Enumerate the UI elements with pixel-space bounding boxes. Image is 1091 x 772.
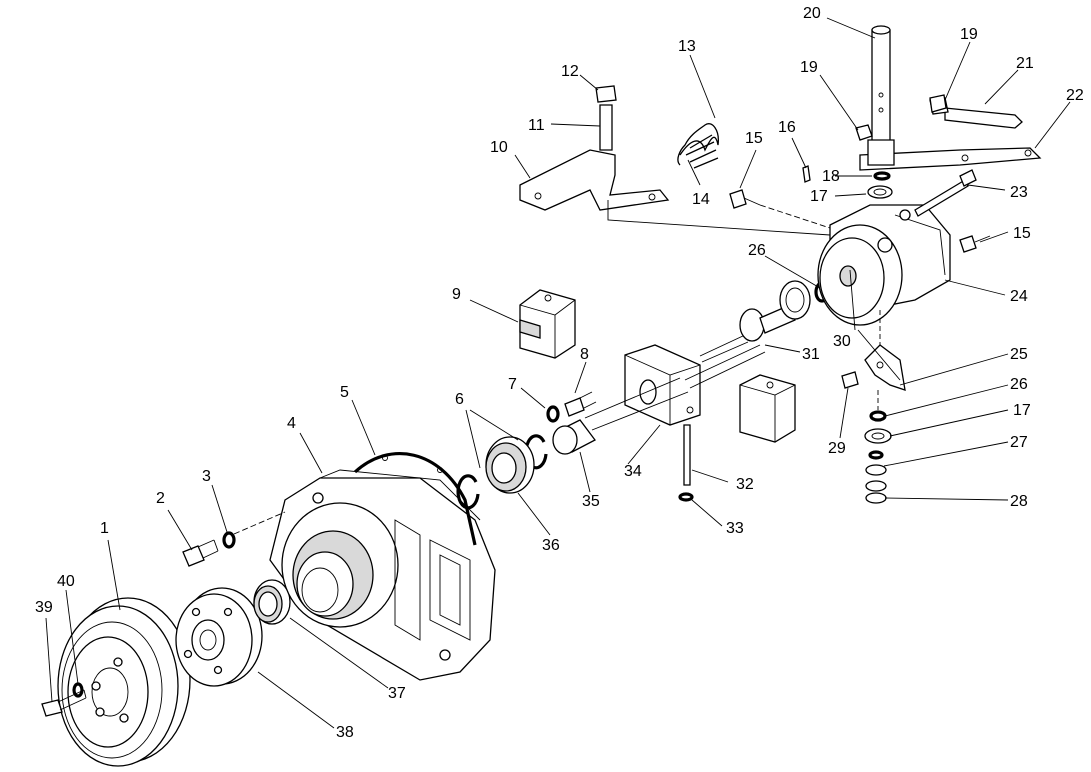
part-22-lever: [859, 147, 1042, 171]
part-12-nut: [595, 85, 617, 103]
callout-30: 30: [833, 333, 851, 350]
callout-4: 4: [287, 415, 296, 432]
callout-10: 10: [490, 139, 508, 156]
callout-34: 34: [624, 463, 642, 480]
part-27-washer: [865, 450, 887, 476]
part-10-bracket: [519, 149, 670, 211]
callout-5: 5: [340, 384, 349, 401]
part-26-ring-lower: [869, 410, 887, 422]
callout-24: 24: [1010, 288, 1028, 305]
part-19-nut-left: [855, 124, 873, 141]
callout-7: 7: [508, 376, 517, 393]
part-13-spring: [677, 123, 719, 169]
part-38-hub: [175, 587, 263, 687]
part-17-bearing-upper: [867, 185, 893, 199]
part-20-shaft: [867, 25, 895, 166]
callout-2: 2: [156, 490, 165, 507]
part-39-bolt: [41, 689, 87, 717]
callout-31: 31: [802, 346, 820, 363]
callout-32: 32: [736, 476, 754, 493]
callout-17-lower: 17: [1013, 402, 1031, 419]
callout-38: 38: [336, 724, 354, 741]
callout-33: 33: [726, 520, 744, 537]
callout-19-right: 19: [960, 26, 978, 43]
callout-11: 11: [528, 117, 545, 134]
callout-21: 21: [1016, 55, 1034, 72]
part-35-sleeve: [552, 419, 596, 455]
callout-22: 22: [1066, 87, 1084, 104]
callout-23: 23: [1010, 184, 1028, 201]
callout-25: 25: [1010, 346, 1028, 363]
callout-16: 16: [778, 119, 796, 136]
part-17-bearing-lower: [864, 428, 892, 444]
part-36-bearing: [485, 436, 535, 494]
part-18-washer: [873, 171, 891, 181]
part-2-bolt: [182, 539, 219, 567]
callout-29: 29: [828, 440, 846, 457]
callout-39: 39: [35, 599, 53, 616]
callout-12: 12: [561, 63, 579, 80]
part-3-washer: [222, 531, 236, 549]
callout-37: 37: [388, 685, 406, 702]
leader-lines: [45, 17, 1071, 729]
part-19-nut-right: [929, 94, 947, 113]
part-16-pin: [802, 165, 811, 183]
callout-13: 13: [678, 38, 696, 55]
callout-17-upper: 17: [810, 188, 828, 205]
part-15-bolt-right: [959, 235, 991, 253]
part-9-block: [519, 289, 576, 359]
part-5-gasket: [353, 452, 477, 546]
callout-20: 20: [803, 5, 821, 22]
part-8-bolt: [564, 391, 597, 417]
callout-15-right: 15: [1013, 225, 1031, 242]
callout-1: 1: [100, 520, 109, 537]
callout-27: 27: [1010, 434, 1028, 451]
callout-40: 40: [57, 573, 75, 590]
part-33-clip: [678, 492, 694, 502]
callout-3: 3: [202, 468, 211, 485]
callout-18: 18: [822, 168, 840, 185]
callout-26-lower: 26: [1010, 376, 1028, 393]
part-11-bolt: [599, 104, 613, 151]
callout-15: 15: [745, 130, 763, 147]
part-32-pin: [683, 424, 691, 486]
callout-26-upper: 26: [748, 242, 766, 259]
part-28-washer: [865, 480, 887, 504]
part-1-pulley: [57, 597, 191, 767]
part-31-shaft: [699, 280, 811, 363]
part-15-bolt-upper: [729, 189, 761, 209]
part-4-gear-housing: [269, 469, 496, 681]
callout-14: 14: [692, 191, 710, 208]
part-25-plate: [864, 344, 906, 391]
callout-8: 8: [580, 346, 589, 363]
callout-9: 9: [452, 286, 461, 303]
part-34-bracket: [584, 344, 766, 431]
part-23-rod: [914, 169, 977, 217]
callout-labels: 1 2 3 4 5 6 7 8 9 10 11 12 13 14 15 15 1…: [35, 5, 1084, 741]
part-24-upper-housing: [817, 204, 951, 326]
callout-19-left: 19: [800, 59, 818, 76]
part-7-washer: [546, 405, 560, 423]
part-block-right: [739, 374, 796, 443]
callout-28: 28: [1010, 493, 1028, 510]
callout-35: 35: [582, 493, 600, 510]
callout-6: 6: [455, 391, 464, 408]
part-37-seal: [253, 579, 291, 625]
callout-36: 36: [542, 537, 560, 554]
part-29-bolt: [841, 371, 859, 389]
